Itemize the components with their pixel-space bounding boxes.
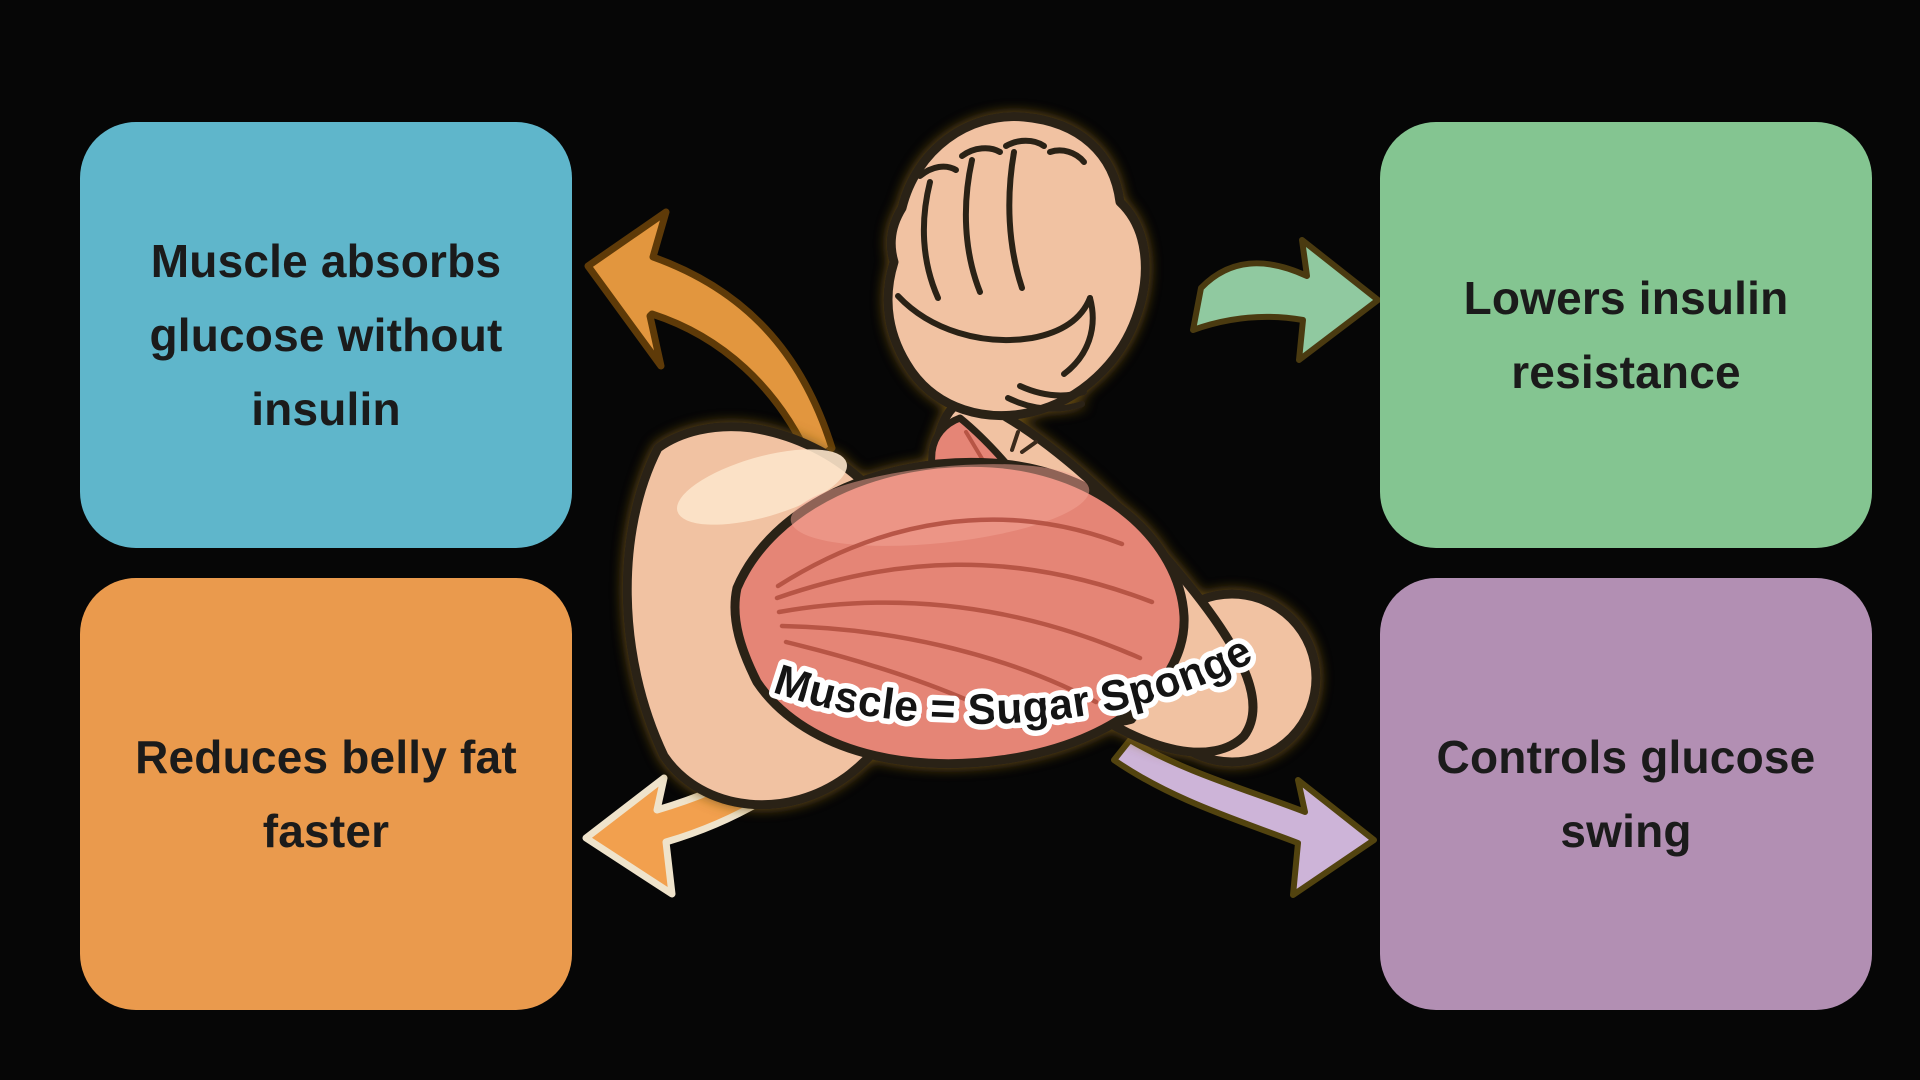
card-text: Controls glucose swing: [1436, 731, 1816, 857]
shoulder-highlight: [677, 449, 847, 525]
card-reduces-belly-fat: Reduces belly fat faster: [80, 578, 572, 1010]
card-text: Reduces belly fat faster: [135, 731, 517, 857]
card-text: Muscle absorbs glucose without insulin: [149, 235, 503, 435]
fist-finger-lines: [895, 137, 1096, 412]
card-muscle-absorbs-glucose: Muscle absorbs glucose without insulin: [80, 122, 572, 548]
arrow-to-top-right: [1190, 237, 1381, 363]
biceps-muscle-fibers: [774, 517, 1155, 735]
card-lowers-insulin-resistance: Lowers insulin resistance: [1380, 122, 1872, 548]
arrow-to-bottom-right: [1111, 737, 1377, 898]
biceps-highlight: [790, 464, 1090, 546]
biceps-sparkle: [1010, 430, 1038, 454]
card-text: Lowers insulin resistance: [1463, 272, 1789, 398]
card-controls-glucose-swing: Controls glucose swing: [1380, 578, 1872, 1010]
flexed-arm-illustration: [622, 112, 1321, 810]
